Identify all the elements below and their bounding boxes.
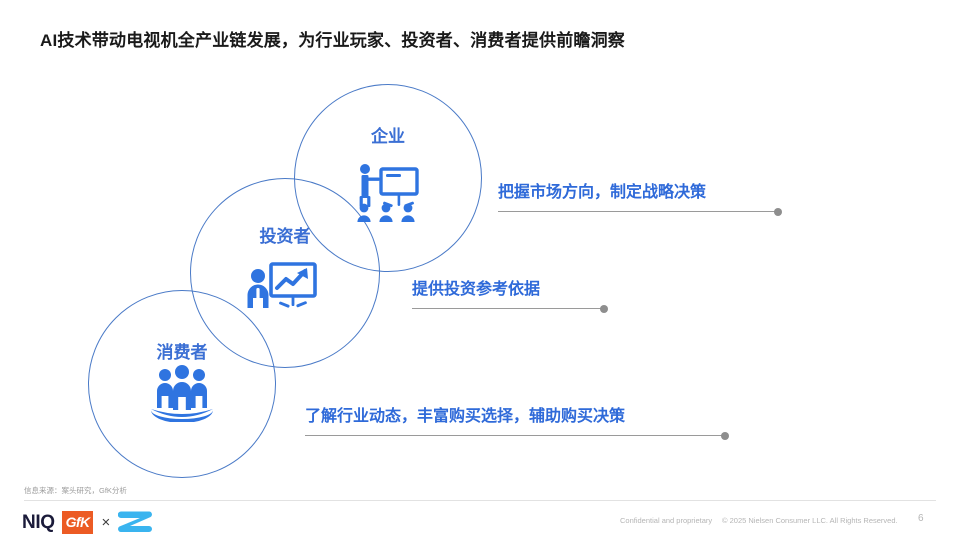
callout-consumer-rule xyxy=(305,431,729,440)
rule-line xyxy=(412,308,602,309)
footer-divider xyxy=(24,500,936,501)
niq-logo: NIQ xyxy=(22,511,55,533)
page-number: 6 xyxy=(918,513,924,524)
confidential-note: Confidential and proprietary xyxy=(620,516,713,525)
footer-logo-group: NIQ GfK × xyxy=(22,509,153,535)
venn-circle-consumer xyxy=(88,290,276,478)
analyst-chart-board-icon xyxy=(245,256,325,318)
presentation-audience-icon xyxy=(348,160,428,222)
callout-investor-text: 提供投资参考依据 xyxy=(412,281,541,298)
gfk-logo: GfK xyxy=(61,510,94,534)
logo-separator-x: × xyxy=(101,513,111,531)
venn-label-enterprise: 企业 xyxy=(371,127,405,146)
people-group-icon xyxy=(142,360,222,422)
callout-consumer-text: 了解行业动态，丰富购买选择，辅助购买决策 xyxy=(305,408,626,425)
venn-label-investor: 投资者 xyxy=(259,227,311,246)
venn-label-consumer: 消费者 xyxy=(156,343,208,362)
venn-circle-investor xyxy=(190,178,380,368)
copyright-note: © 2025 Nielsen Consumer LLC. All Rights … xyxy=(722,516,898,525)
rule-line xyxy=(498,211,776,212)
rule-end-dot xyxy=(600,304,608,313)
page-title: AI技术带动电视机全产业链发展，为行业玩家、投资者、消费者提供前瞻洞察 xyxy=(40,31,625,50)
rule-end-dot xyxy=(774,207,782,216)
partner-z-logo xyxy=(118,509,153,535)
callout-investor-benefit: 提供投资参考依据 xyxy=(412,275,608,313)
source-note: 信息来源：案头研究，GfK分析 xyxy=(24,486,127,495)
rule-line xyxy=(305,435,723,436)
rule-end-dot xyxy=(721,431,729,440)
callout-enterprise-text: 把握市场方向，制定战略决策 xyxy=(498,184,707,201)
callout-investor-rule xyxy=(412,304,608,313)
callout-consumer-benefit: 了解行业动态，丰富购买选择，辅助购买决策 xyxy=(305,402,729,440)
callout-enterprise-benefit: 把握市场方向，制定战略决策 xyxy=(498,178,782,216)
callout-enterprise-rule xyxy=(498,207,782,216)
venn-circle-enterprise xyxy=(294,84,482,272)
